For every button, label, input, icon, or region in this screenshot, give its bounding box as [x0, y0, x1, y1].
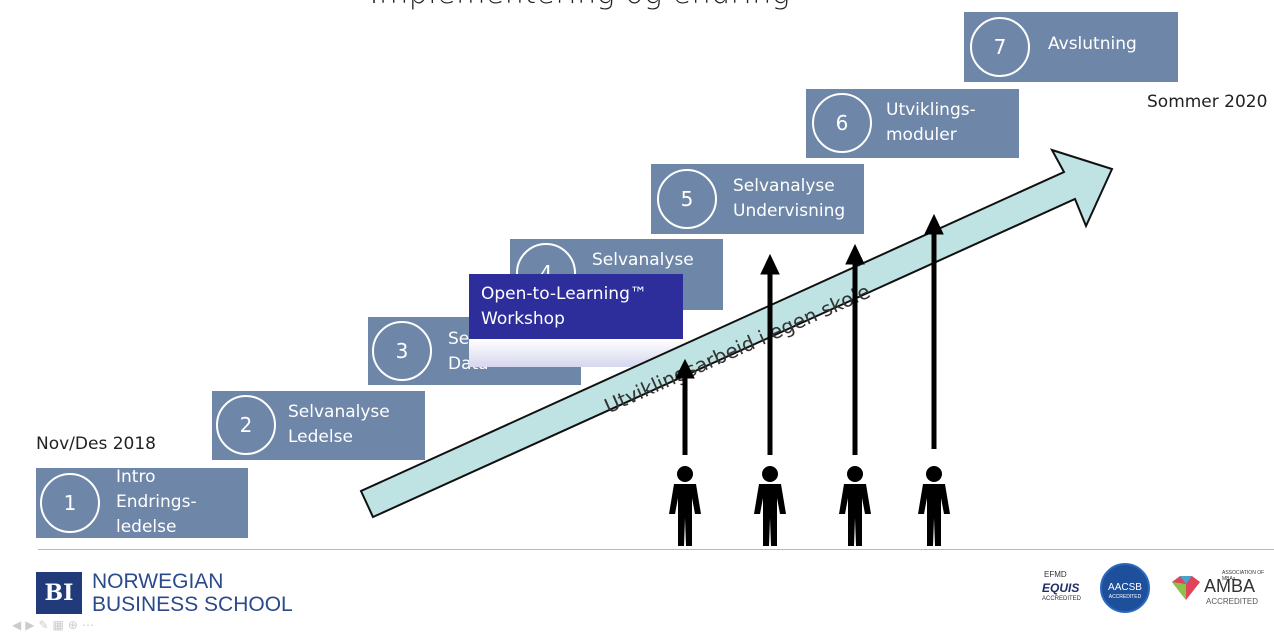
step-number-circle: 6 [812, 93, 872, 153]
person-icon [918, 466, 950, 546]
people-group [669, 466, 950, 546]
step-label: Intro Endrings- ledelse [116, 467, 197, 537]
step-number-circle: 5 [657, 169, 717, 229]
equis-sub: ACCREDITED [1042, 596, 1082, 602]
prev-slide-icon[interactable]: ◀ [12, 618, 26, 632]
bi-logo-mark: BI [36, 572, 82, 614]
next-slide-icon[interactable]: ▶ [25, 618, 39, 632]
equis-badge: EFMD EQUIS ACCREDITED [1028, 568, 1084, 610]
step-1: 1 Intro Endrings- ledelse [36, 467, 248, 538]
zoom-icon[interactable]: ⊕ [67, 618, 82, 632]
amba-sub: ACCREDITED [1206, 597, 1259, 606]
amba-badge: ASSOCIATION OF MBAs AMBA ACCREDITED [1166, 570, 1266, 610]
pen-icon[interactable]: ✎ [38, 618, 53, 632]
more-icon[interactable]: ⋯ [81, 618, 98, 632]
step-6: 6 Utviklings- moduler [806, 89, 1019, 158]
person-icon [754, 466, 786, 546]
up-arrows [675, 213, 944, 455]
step-number-circle: 2 [216, 395, 276, 455]
step-number-circle: 7 [970, 17, 1030, 77]
aacsb-main: AACSB [1108, 582, 1142, 593]
amba-diamond-icon [1172, 576, 1200, 600]
school-name: NORWEGIAN BUSINESS SCHOOL [92, 570, 293, 616]
slide-controls[interactable]: ◀▶✎▦⊕⋯ [12, 618, 98, 632]
big-arrow-label: Utviklingsarbeid i egen skole [601, 279, 874, 418]
step-7: 7 Avslutning [964, 12, 1178, 82]
amba-top: ASSOCIATION OF MBAs [1222, 570, 1265, 582]
step-label: Utviklings- moduler [886, 100, 976, 145]
step-label: Selvanalyse Ledelse [288, 402, 390, 447]
step-5: 5 Selvanalyse Undervisning [651, 164, 864, 234]
step-label: Avslutning [1048, 34, 1137, 54]
step-number-circle: 3 [372, 321, 432, 381]
timeline-start-label: Nov/Des 2018 [36, 434, 156, 454]
workshop-box: Open-to-Learning™ Workshop [469, 274, 683, 339]
amba-main: AMBA [1204, 576, 1256, 596]
big-arrow [359, 148, 1114, 519]
aacsb-badge: AACSB ACCREDITED [1100, 563, 1150, 613]
step-number-circle: 1 [40, 473, 100, 533]
equis-top: EFMD [1044, 570, 1067, 579]
aacsb-sub: ACCREDITED [1108, 594, 1142, 600]
step-label: Selvanalyse Undervisning [733, 176, 846, 221]
person-icon [669, 466, 701, 546]
slides-icon[interactable]: ▦ [52, 618, 68, 632]
timeline-end-label: Sommer 2020 [1147, 92, 1268, 112]
person-icon [839, 466, 871, 546]
step-2: 2 Selvanalyse Ledelse [212, 391, 425, 460]
footer-divider [38, 549, 1274, 550]
equis-main: EQUIS [1042, 581, 1080, 595]
page-title: Implementering og endring [0, 0, 1160, 11]
